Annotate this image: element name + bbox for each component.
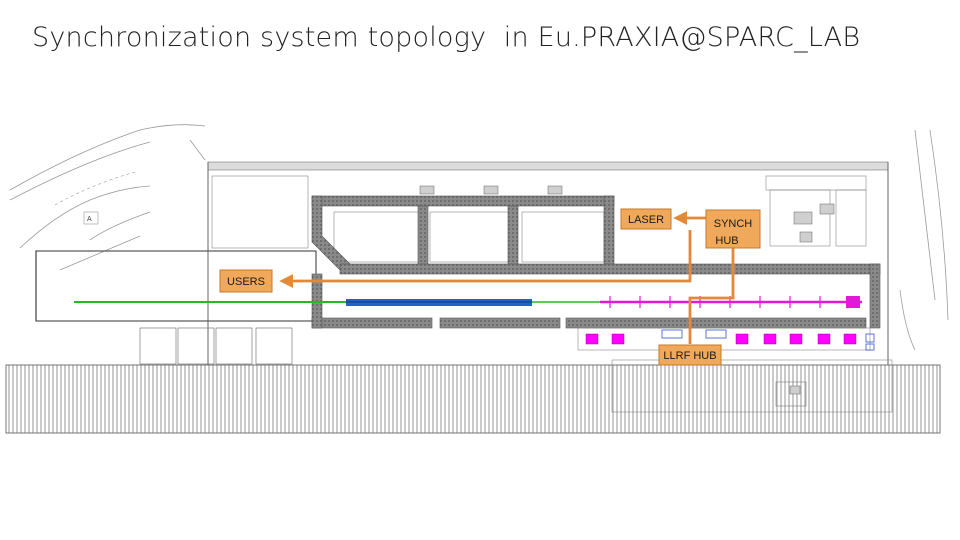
- road-dashes: [54, 171, 136, 206]
- building-outline: [207, 161, 889, 171]
- sync-links: [279, 211, 735, 344]
- hatched-ground: [6, 365, 940, 433]
- photoinjector: [346, 299, 532, 306]
- klystron-gallery: [577, 327, 893, 413]
- svg-text:A: A: [87, 216, 92, 223]
- laser-node: LASER: [620, 208, 672, 230]
- users-label: USERS: [227, 276, 265, 288]
- synch-hub-label-line2: HUB: [715, 235, 738, 247]
- synch-hub-node: SYNCH HUB: [705, 209, 761, 249]
- right-road: [899, 129, 949, 351]
- fixtures: [419, 185, 835, 407]
- rack-markers: [661, 329, 875, 351]
- rf-stations: [585, 333, 857, 345]
- link-synch-to-llrf: [688, 248, 735, 344]
- left-corridor: [35, 250, 317, 322]
- llrf-hub-node: LLRF HUB: [658, 344, 722, 366]
- upper-rooms: [211, 175, 867, 263]
- laser-label: LASER: [628, 214, 664, 226]
- lower-left-rooms: [139, 327, 293, 365]
- users-node: USERS: [219, 269, 273, 293]
- link-synch-to-users: [279, 230, 692, 288]
- llrf-hub-label: LLRF HUB: [663, 350, 716, 362]
- slide-title: Synchronization system topology in Eu.PR…: [32, 22, 861, 53]
- road-curves: [9, 124, 206, 271]
- synch-hub-label-line1: SYNCH: [714, 218, 753, 230]
- shielding-walls: [311, 195, 881, 329]
